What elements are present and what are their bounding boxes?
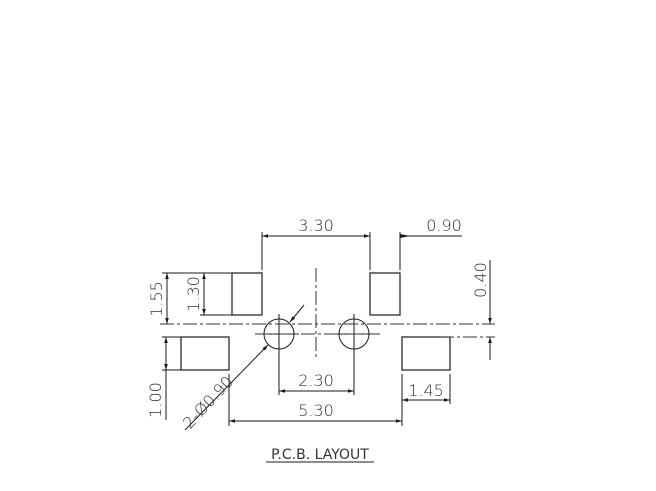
pad-bottom-right	[401, 336, 451, 371]
dim-3-30: 3.30	[261, 216, 371, 270]
dim-0-40: 0.40	[471, 260, 492, 360]
dim-1-00: 1.00	[146, 336, 229, 420]
drawing-title: P.C.B. LAYOUT	[271, 447, 369, 463]
svg-text:2.30: 2.30	[298, 371, 334, 390]
dim-5-30: 5.30	[228, 374, 403, 426]
dim-0-90: 0.90	[340, 216, 462, 270]
svg-text:1.00: 1.00	[146, 382, 165, 418]
svg-text:1.45: 1.45	[408, 381, 444, 400]
svg-text:0.40: 0.40	[471, 262, 490, 298]
dim-1-55: 1.55	[147, 272, 262, 324]
svg-text:1.30: 1.30	[184, 276, 203, 312]
svg-text:0.90: 0.90	[426, 216, 462, 235]
svg-text:5.30: 5.30	[298, 401, 334, 420]
dim-1-30: 1.30	[184, 273, 262, 316]
pad-top-right	[369, 272, 401, 316]
pad-bottom-left	[180, 336, 230, 371]
svg-text:3.30: 3.30	[298, 216, 334, 235]
dim-2-30: 2.30	[278, 354, 355, 395]
svg-text:2-Ø0.90: 2-Ø0.90	[179, 372, 237, 432]
svg-text:1.55: 1.55	[147, 281, 166, 317]
pad-top-left	[231, 272, 263, 316]
dim-1-45: 1.45	[401, 374, 451, 404]
